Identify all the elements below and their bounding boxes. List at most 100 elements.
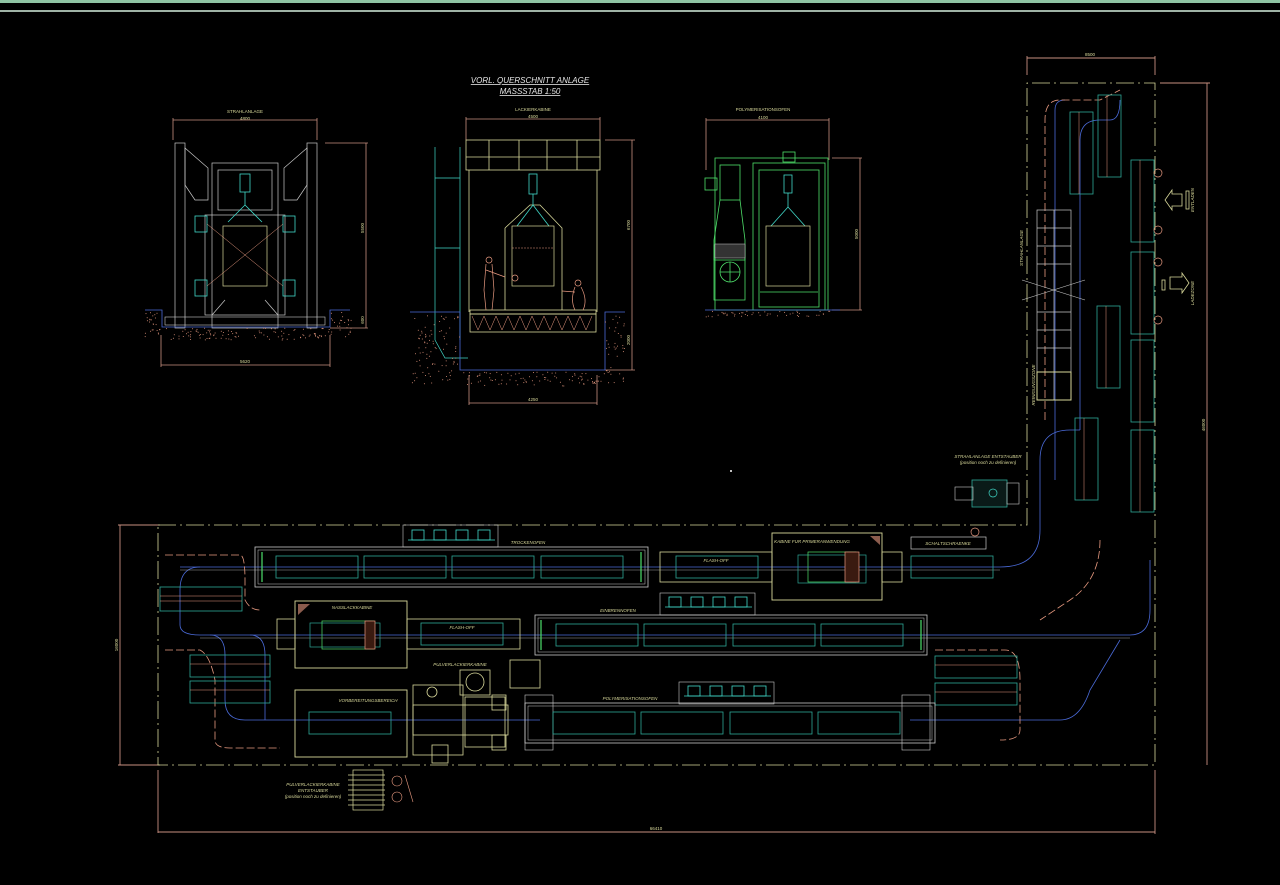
ground-speckle — [491, 380, 493, 381]
ground-speckle — [346, 327, 348, 329]
label-strahlanlage: STRAHLANLAGE — [1019, 229, 1024, 266]
ground-speckle — [204, 327, 206, 329]
station-kabine-primer: KABINE FUR PRIMERANWENDUNG — [771, 532, 903, 601]
ground-speckle — [822, 313, 824, 315]
ground-speckle — [608, 382, 610, 384]
ground-speckle — [449, 375, 451, 377]
ground-speckle — [417, 329, 419, 331]
ground-speckle — [449, 327, 451, 329]
ground-speckle — [614, 342, 616, 344]
ground-speckle — [622, 345, 624, 346]
ground-speckle — [427, 367, 429, 369]
burner-units — [665, 596, 752, 608]
ground-speckle — [443, 348, 444, 350]
ground-speckle — [510, 375, 512, 377]
ground-speckle — [344, 322, 346, 323]
ground-speckle — [620, 335, 622, 337]
ground-speckle — [598, 376, 600, 378]
floor-grate — [471, 315, 593, 331]
ground-speckle — [422, 371, 424, 373]
ground-speckle — [496, 371, 498, 373]
station-trockenofen: TROCKENOFEN — [254, 524, 649, 588]
ground-speckle — [758, 312, 760, 314]
ground-speckle — [302, 328, 304, 330]
ground-speckle — [234, 336, 236, 337]
ground-speckle — [816, 314, 818, 316]
ground-speckle — [190, 331, 192, 333]
conveyor-line-white — [180, 569, 1130, 639]
ground-speckle — [431, 382, 433, 384]
worker-icons — [970, 168, 1163, 537]
ground-speckle — [350, 319, 352, 321]
ground-speckle — [623, 325, 625, 327]
ground-speckle — [206, 338, 208, 339]
ground-speckle — [220, 330, 222, 332]
ground-speckle — [428, 355, 430, 357]
ground-speckle — [500, 383, 502, 385]
ground-speckle — [340, 319, 341, 321]
ground-speckle — [606, 340, 608, 342]
floor-line — [145, 309, 350, 328]
ground-speckle — [533, 372, 534, 373]
ground-speckle — [192, 328, 194, 330]
ground-speckle — [498, 383, 500, 385]
ground-speckle — [198, 334, 200, 336]
ground-speckle — [549, 380, 551, 382]
station-flash-off-2: FLASH-OFF — [406, 618, 521, 650]
ground-speckle — [349, 332, 351, 333]
ground-speckle — [348, 324, 349, 326]
ground-speckle — [155, 324, 157, 326]
ground-speckle — [556, 377, 558, 379]
ground-speckle — [819, 310, 821, 312]
ground-speckle — [562, 385, 564, 387]
ground-speckle — [178, 335, 180, 337]
ground-speckle — [293, 329, 295, 331]
ground-speckle — [612, 318, 614, 320]
ground-speckle — [587, 379, 589, 381]
station-einbrennofen: EINBRENNOFEN — [534, 592, 928, 656]
ground-speckle — [320, 336, 322, 338]
ground-speckle — [350, 327, 352, 329]
ground-speckle — [705, 316, 707, 318]
ground-speckle — [144, 332, 146, 334]
ground-speckle — [426, 353, 428, 355]
ground-speckle — [469, 375, 470, 377]
ground-speckle — [199, 337, 201, 339]
hoist-and-rollers — [194, 173, 296, 297]
ground-speckle — [769, 313, 771, 315]
ground-speckle — [345, 336, 347, 338]
ground-speckle — [608, 327, 610, 329]
ground-speckle — [581, 378, 583, 380]
ground-speckle — [543, 377, 545, 378]
dimension-height: 6700 — [626, 219, 631, 230]
ground-speckle — [263, 334, 265, 336]
ground-speckle — [600, 380, 602, 382]
ground-speckle — [274, 328, 276, 330]
ground-speckle — [732, 312, 734, 314]
ground-speckle — [463, 372, 465, 374]
ground-speckle — [416, 360, 418, 362]
ground-speckle — [712, 310, 713, 312]
title-line-1: VORL. QUERSCHNITT ANLAGE — [471, 76, 590, 85]
ground-speckle — [330, 312, 332, 314]
dimension-height: 5000 — [854, 228, 859, 239]
ground-speckle — [430, 351, 432, 353]
ground-speckle — [447, 379, 449, 381]
ground-speckle — [222, 332, 224, 333]
blast-lines — [206, 223, 284, 287]
ground-speckle — [726, 313, 728, 315]
ground-speckle — [779, 311, 781, 313]
ground-speckle — [281, 330, 283, 332]
ground-speckle — [622, 351, 624, 353]
ground-speckle — [150, 330, 152, 332]
ground-speckle — [302, 334, 304, 336]
ground-speckle — [828, 310, 830, 312]
ground-speckle — [443, 318, 445, 320]
ground-speckle — [235, 332, 237, 334]
dimension-width-top: 4800 — [240, 116, 251, 121]
ground-speckle — [457, 363, 458, 365]
ground-speckle — [455, 351, 457, 352]
ground-speckle — [522, 377, 524, 379]
ground-speckle — [731, 312, 733, 314]
